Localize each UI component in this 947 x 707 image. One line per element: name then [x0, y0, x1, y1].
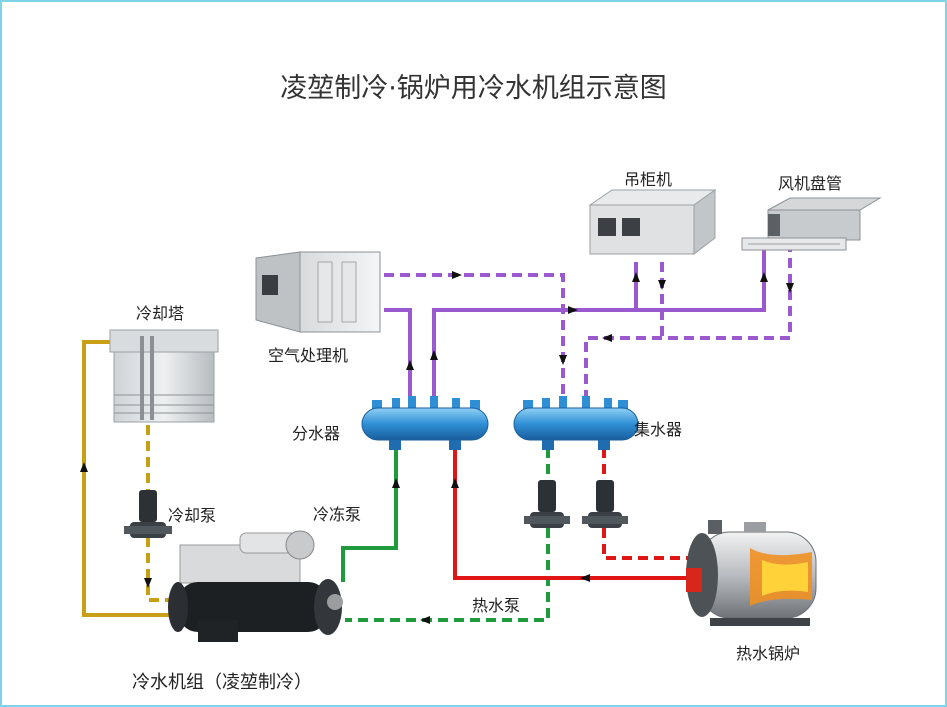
cooling-tower-label: 冷却塔 [136, 304, 185, 323]
supply-header-label: 分水器 [292, 424, 341, 443]
chilled-supply-pipe [341, 448, 398, 582]
main-supply-pipe [432, 262, 638, 400]
hanging-cabinet-unit [588, 189, 717, 256]
chilled-return-pump [524, 480, 570, 528]
return-header-label: 集水器 [634, 420, 683, 439]
cooling-pump-label: 冷却泵 [168, 506, 217, 525]
hot-water-pump-unit [582, 480, 628, 528]
hot-supply-pipe [453, 448, 690, 580]
hot-water-pipes [453, 448, 692, 580]
hot-return-pipe [602, 448, 692, 560]
chilled-pump-label: 冷冻泵 [313, 505, 362, 524]
cooling-arrows [80, 462, 152, 588]
air-handling-unit [255, 251, 381, 333]
terminal-pipes [384, 250, 792, 400]
chiller-label: 冷水机组（凌堃制冷） [132, 672, 312, 693]
return-header-vessel [513, 396, 639, 450]
hot-arrows [451, 478, 590, 582]
fancoil-supply-pipe [636, 250, 766, 312]
cooling-supply-pipe [82, 340, 172, 617]
ahu-supply-pipe [384, 308, 412, 400]
main-return-pipe [584, 250, 792, 400]
supply-header-vessel [361, 396, 489, 450]
fan-coil-unit [741, 197, 882, 251]
chiller-unit [168, 530, 343, 642]
cooling-pump [124, 490, 172, 538]
cooling-tower [109, 329, 219, 423]
ahu-label: 空气处理机 [268, 346, 349, 365]
terminal-arrows [406, 271, 794, 370]
diagram-title: 凌堃制冷·锅炉用冷水机组示意图 [280, 73, 667, 104]
boiler-label: 热水锅炉 [736, 644, 801, 663]
fan-coil-label: 风机盘管 [778, 174, 843, 193]
hanging-unit-label: 吊柜机 [624, 170, 673, 189]
hot-water-pump-label: 热水泵 [472, 596, 521, 615]
cooling-water-loop [82, 340, 172, 617]
chilled-arrows [392, 478, 430, 624]
hot-water-boiler [686, 520, 817, 626]
